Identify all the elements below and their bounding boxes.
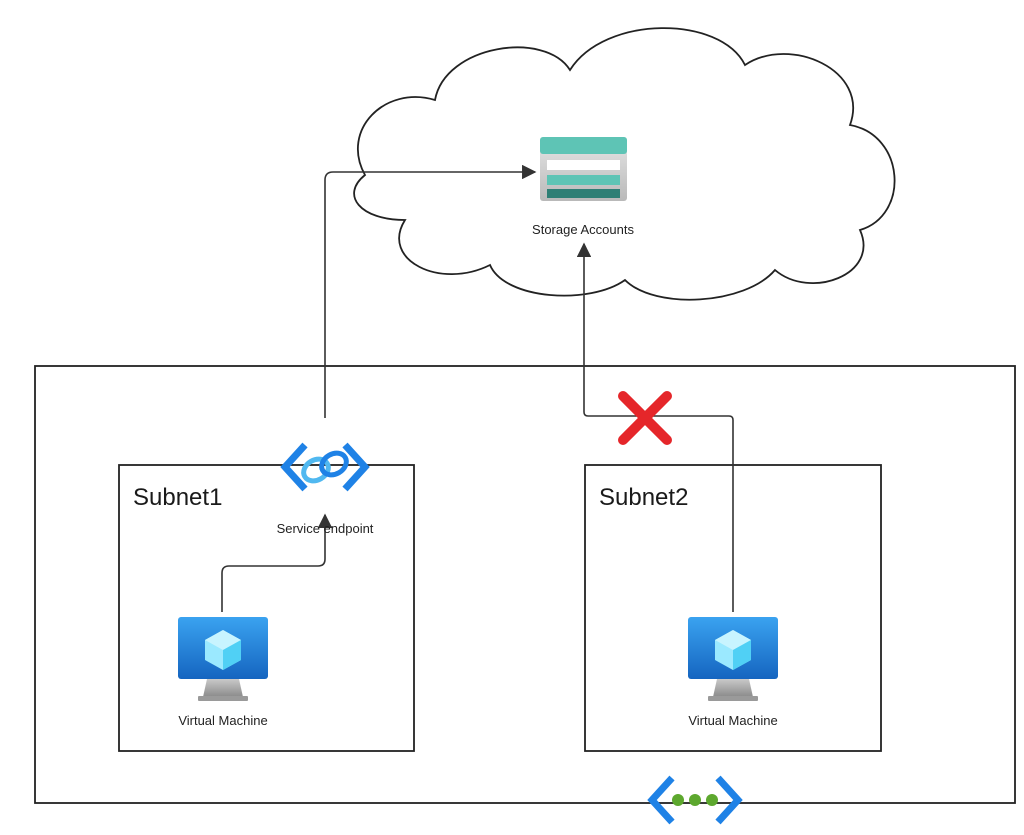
vm1-to-endpoint-arrow (221, 513, 333, 612)
subnet2-title: Subnet2 (599, 484, 688, 511)
vm2-label: Virtual Machine (688, 713, 777, 728)
storage-accounts-label: Storage Accounts (532, 222, 634, 237)
vm2-to-storage-arrow (576, 242, 734, 612)
red-x-icon (618, 391, 672, 445)
subnet1-title: Subnet1 (133, 484, 222, 511)
subnet1-box (118, 464, 415, 752)
service-endpoint-icon (280, 442, 370, 492)
storage-account-icon (540, 137, 627, 201)
virtual-network-boundary (34, 365, 1016, 804)
virtual-network-icon (647, 775, 743, 825)
endpoint-to-storage-arrow (324, 164, 537, 418)
service-endpoint-label: Service endpoint (277, 521, 374, 536)
virtual-machine-icon (178, 617, 268, 701)
virtual-machine-icon (688, 617, 778, 701)
vm1-label: Virtual Machine (178, 713, 267, 728)
